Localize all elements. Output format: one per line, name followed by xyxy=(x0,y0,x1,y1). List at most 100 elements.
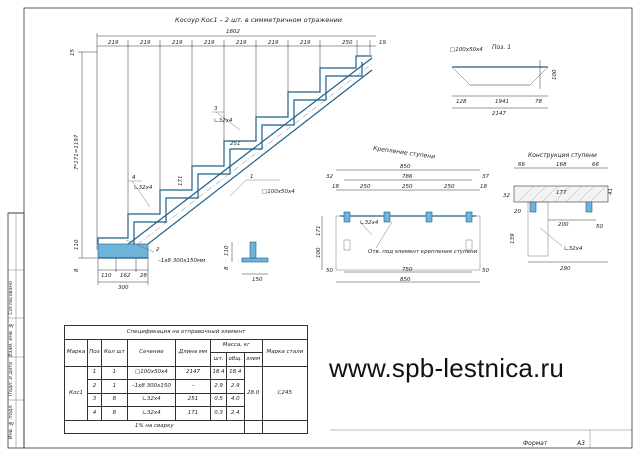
con-dim-290: 290 xyxy=(560,266,571,272)
cell-section: ∟32х4 xyxy=(126,406,176,421)
format-label: Формат xyxy=(523,440,548,447)
pos1-profile-label: □100х50х4 xyxy=(450,47,483,53)
cell-section: □100х50х4 xyxy=(126,365,176,380)
cell-elem-mass: 28.0 xyxy=(243,365,263,421)
fast-dim-850-top: 850 xyxy=(400,164,411,170)
cell-sht: 0.3 xyxy=(210,406,227,421)
side-stamp-2: Взам. инв. № xyxy=(8,322,14,357)
top-dim-3: 219 xyxy=(172,40,183,46)
fast-dim-50-r: 50 xyxy=(482,268,489,274)
fast-angle-label: ∟32х4 xyxy=(360,220,379,226)
cell-kol: 8 xyxy=(100,392,128,407)
con-dim-177: 177 xyxy=(556,190,567,196)
height-total-dim: 7*171=1197 xyxy=(74,134,80,170)
pos4-label: ∟32х4 xyxy=(134,185,153,191)
col-mass: Масса, кг xyxy=(210,338,263,353)
fast-dim-37: 37 xyxy=(482,174,489,180)
con-dim-41: 41 xyxy=(608,188,614,195)
side-stamp-3: Подп. и дата xyxy=(8,362,14,397)
fast-dim-18-r: 18 xyxy=(480,184,487,190)
top-dim-5: 219 xyxy=(236,40,247,46)
pos1-dim-100: 100 xyxy=(552,69,558,80)
cell-length: 251 xyxy=(174,392,212,407)
site-url[interactable]: www.spb-lestnica.ru xyxy=(329,353,564,383)
stringer-drawing xyxy=(97,55,373,259)
cell-kol: 1 xyxy=(100,379,128,394)
top-dim-6: 219 xyxy=(268,40,279,46)
spec-table: Спецификация на отправочный элемент Марк… xyxy=(63,325,309,434)
total-width-dim: 1802 xyxy=(226,29,240,35)
pos1-view: Поз. 1 □100х50х4 100 128 1941 78 2147 xyxy=(450,44,558,117)
col-mass-obsh: общ. xyxy=(226,352,245,367)
fastening-title: Крепление ступени xyxy=(373,145,436,161)
cell-length: – xyxy=(174,379,212,394)
plate-dim-150: 150 xyxy=(252,277,263,283)
pos3-label: ∟32х4 xyxy=(214,118,233,124)
pos4-number: 4 xyxy=(132,175,136,181)
con-angle-label: ∟32х4 xyxy=(564,246,583,252)
height-bottom-dim: 110 xyxy=(74,239,80,250)
top-dim-8: 250 xyxy=(342,40,353,46)
cell-section: ∟32х4 xyxy=(126,392,176,407)
bottom-dim-28: 28 xyxy=(140,273,147,279)
fast-dim-32: 32 xyxy=(326,174,333,180)
bottom-dim-300: 300 xyxy=(118,285,129,291)
cell-steel: С245 xyxy=(261,365,309,421)
col-mass-sht: шт. xyxy=(210,352,227,367)
fast-dim-850-bot: 850 xyxy=(400,277,411,283)
fastening-view: Крепление ступени 850 786 32 37 18 250 2… xyxy=(316,145,489,283)
top-dim-9: 19 xyxy=(379,40,386,46)
con-dim-139: 139 xyxy=(510,233,516,244)
pos1-dim-78: 78 xyxy=(535,99,542,105)
format-value: А3 xyxy=(577,440,585,447)
plate-dim-8: 8 xyxy=(224,266,230,270)
pos1-dim-128: 128 xyxy=(456,99,467,105)
bottom-dims: 110 162 28 300 xyxy=(97,258,149,291)
fast-dim-18-l: 18 xyxy=(332,184,339,190)
pos1-title: Поз. 1 xyxy=(492,44,511,51)
con-dim-66-l: 66 xyxy=(518,162,525,168)
cell-section: –1х8 300х150 xyxy=(126,379,176,394)
con-dim-66-r: 66 xyxy=(592,162,599,168)
col-marka: Марка xyxy=(63,338,89,367)
con-dim-32: 32 xyxy=(503,193,510,199)
cell-poz: 3 xyxy=(87,392,102,407)
cell-kol: 8 xyxy=(100,406,128,421)
top-dim-7: 219 xyxy=(300,40,311,46)
plate-dim-110: 110 xyxy=(224,245,230,256)
fast-dim-100: 100 xyxy=(316,247,322,258)
con-dim-20: 20 xyxy=(514,209,521,215)
pos2-label: –1х8 300х150мм xyxy=(158,258,205,264)
cell-length: 171 xyxy=(174,406,212,421)
pos1-dim-2147: 2147 xyxy=(492,111,506,117)
position-leaders: 3 ∟32х4 4 ∟32х4 1 □100х50х4 2 –1х8 300х1… xyxy=(125,106,295,264)
con-dim-50: 50 xyxy=(596,224,603,230)
fast-dim-250-1: 250 xyxy=(360,184,371,190)
fast-dim-750: 750 xyxy=(402,267,413,273)
tread-dim-251: 251 xyxy=(230,141,241,147)
col-section: Сечение xyxy=(126,338,176,367)
side-stamp-4: Инв. № подл. xyxy=(8,404,14,440)
col-poz: Поз xyxy=(87,338,102,367)
col-steel: Марка стали xyxy=(261,338,309,367)
bottom-dim-110: 110 xyxy=(101,273,112,279)
pos1-number: 1 xyxy=(250,174,254,180)
pos3-number: 3 xyxy=(214,106,218,112)
riser-dim-171: 171 xyxy=(178,176,184,187)
height-foot-dim: 8 xyxy=(74,268,80,272)
col-kol: Кол шт xyxy=(100,338,128,367)
fast-dim-786: 786 xyxy=(402,174,413,180)
pos1-dim-1941: 1941 xyxy=(495,99,509,105)
col-length: Длина мм xyxy=(174,338,212,367)
pos1-label: □100х50х4 xyxy=(262,189,295,195)
spec-welding-note: 1% на сварку xyxy=(64,419,245,434)
stringer-title: Косоур Кос1 – 2 шт. в симметричном отраж… xyxy=(175,16,342,24)
table-row: Кос1 1 1 □100х50х4 2147 18.4 18.4 28.0 С… xyxy=(63,365,309,421)
construction-view: Конструкция ступени 66 168 66 32 41 177 … xyxy=(503,152,614,272)
bottom-dim-162: 162 xyxy=(120,273,131,279)
cell-obsh: 18.4 xyxy=(226,365,245,380)
height-top-dim: 15 xyxy=(70,49,76,56)
fast-note: Отв. под элемент крепления ступени xyxy=(368,249,478,255)
top-dim-2: 219 xyxy=(140,40,151,46)
